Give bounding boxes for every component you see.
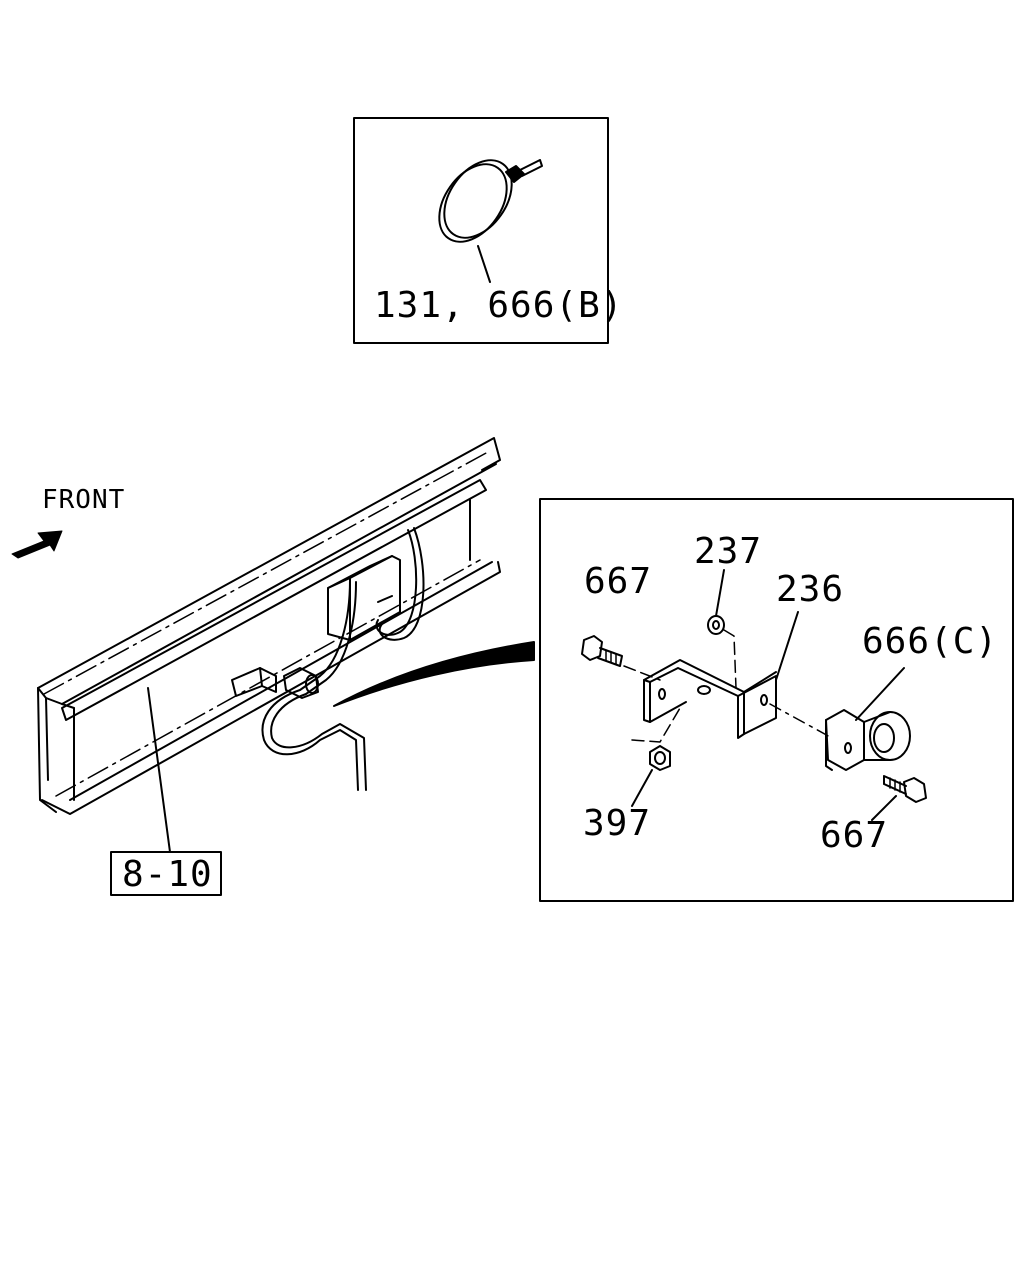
- bracket-inset: [539, 498, 1014, 902]
- front-label: FRONT: [42, 485, 126, 515]
- part-397-label: 397: [583, 803, 652, 844]
- bolt-head-top: [581, 635, 603, 661]
- bracket-inset-frame: [539, 498, 1014, 902]
- part-236-label: 236: [776, 569, 845, 610]
- clamp-band-inner: [443, 159, 513, 239]
- part-667-top-label: 667: [584, 561, 653, 602]
- clamp-leader: [477, 245, 491, 283]
- frame-leader: [147, 687, 171, 853]
- clamp-inset-frame: [353, 117, 609, 344]
- clamp-band-outer: [438, 163, 508, 243]
- clamp-bolt: [519, 159, 543, 177]
- muffler-block: [327, 555, 401, 641]
- clamp-ref-label: 131, 666(B): [374, 285, 624, 326]
- frame-rail: [37, 437, 501, 815]
- part-667-bottom-label: 667: [820, 815, 889, 856]
- part-237-label: 237: [694, 531, 763, 572]
- arrow-icon: [11, 530, 63, 559]
- part-666c-label: 666(C): [862, 621, 999, 662]
- frame-ref-label: 8-10: [122, 854, 213, 895]
- exhaust-pipe: [261, 527, 425, 791]
- callout-wedge: [333, 641, 535, 707]
- clamp-inset: [353, 117, 609, 344]
- frame-ref-box: [110, 851, 222, 896]
- frame-bracket: [231, 667, 319, 699]
